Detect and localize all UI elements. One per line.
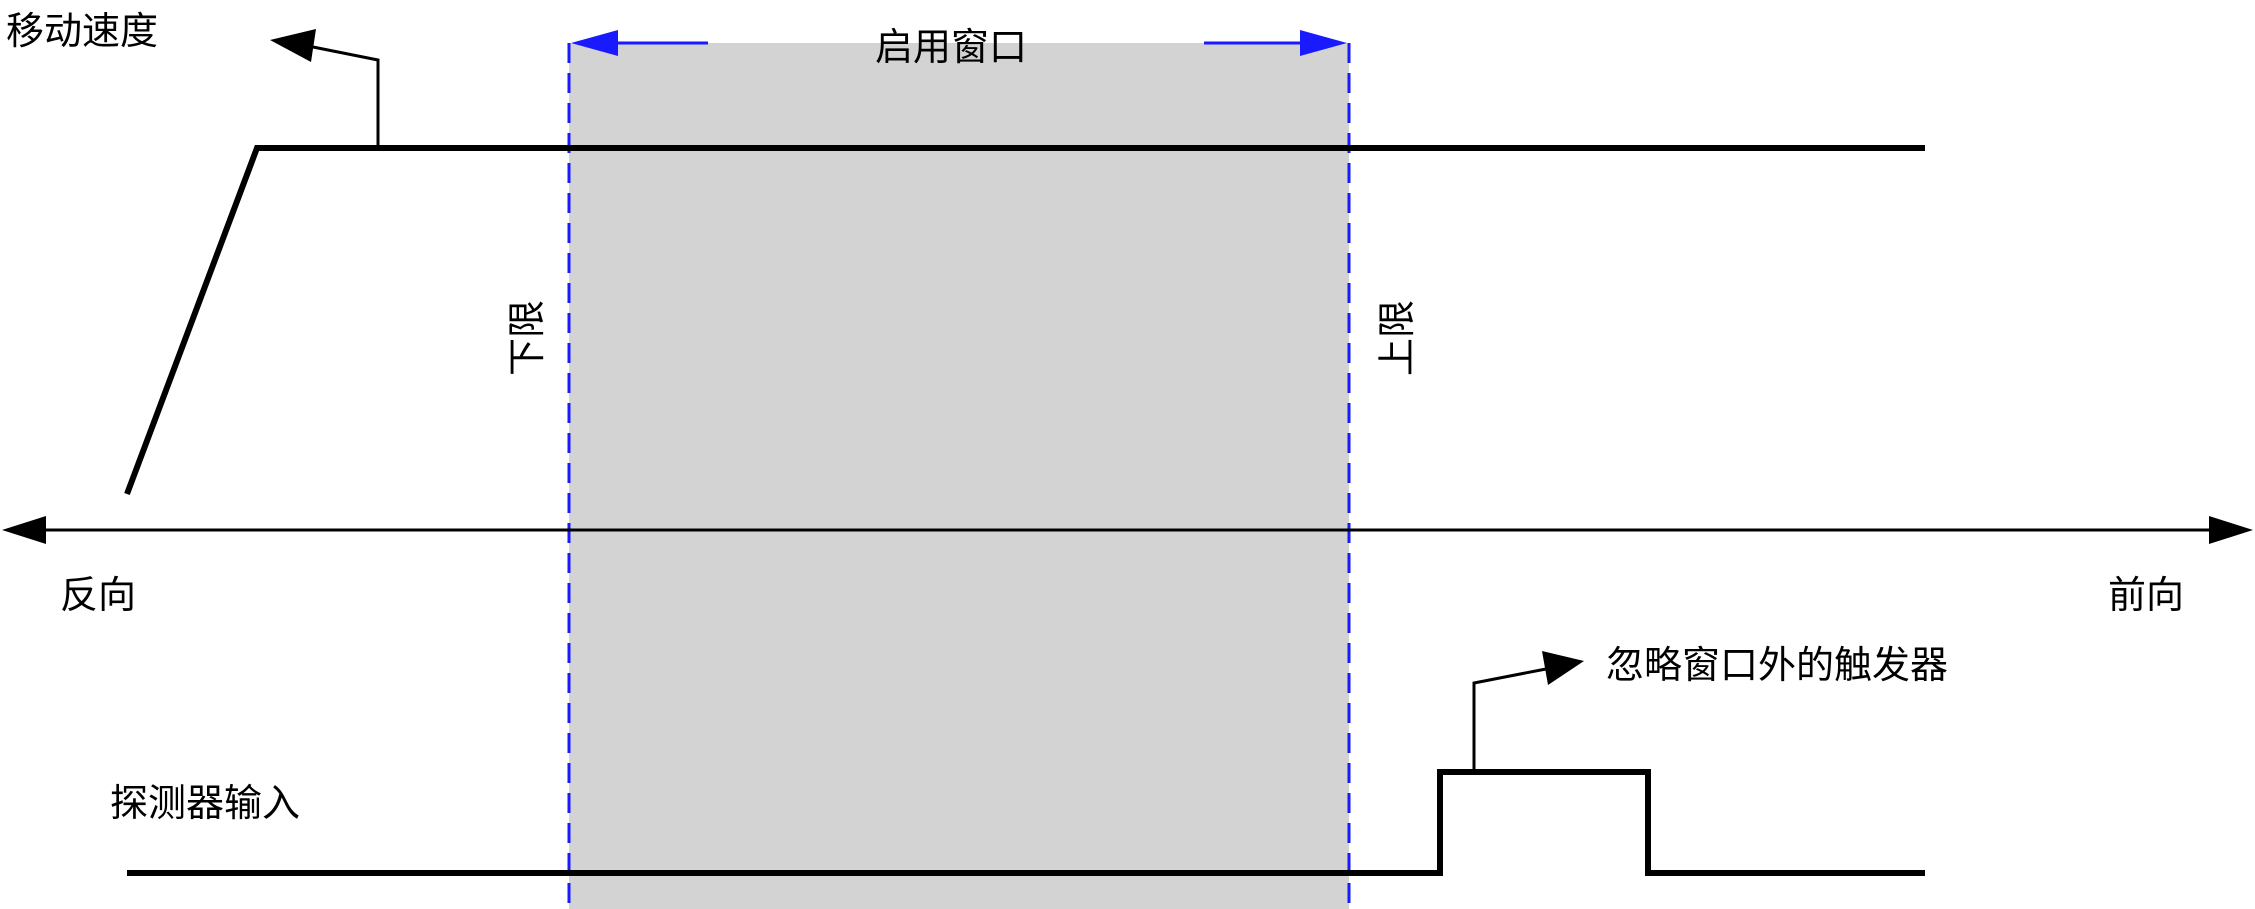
probe-input-label: 探测器输入 [110, 781, 300, 825]
window-arrow-left-head [571, 30, 618, 56]
trigger-pointer-line [1472, 667, 1547, 772]
speed-profile-line [124, 145, 1925, 496]
trigger-pointer-arrowhead [1542, 651, 1584, 685]
speed-pointer-line [307, 44, 380, 148]
reverse-label: 反向 [60, 573, 136, 617]
speed-pointer-arrowhead [270, 29, 316, 62]
enable-window-label: 启用窗口 [875, 25, 1027, 69]
enable-window-region [569, 43, 1349, 909]
window-arrow-right-head [1300, 30, 1347, 56]
forward-label: 前向 [2108, 573, 2184, 617]
speed-label: 移动速度 [6, 9, 158, 53]
forward-arrowhead [2209, 516, 2253, 544]
reverse-arrowhead [2, 516, 46, 544]
lower-limit-label: 下限 [505, 300, 549, 376]
upper-limit-label: 上限 [1375, 300, 1419, 376]
ignore-triggers-label: 忽略窗口外的触发器 [1606, 643, 1948, 687]
probe-input-signal [127, 769, 1925, 876]
